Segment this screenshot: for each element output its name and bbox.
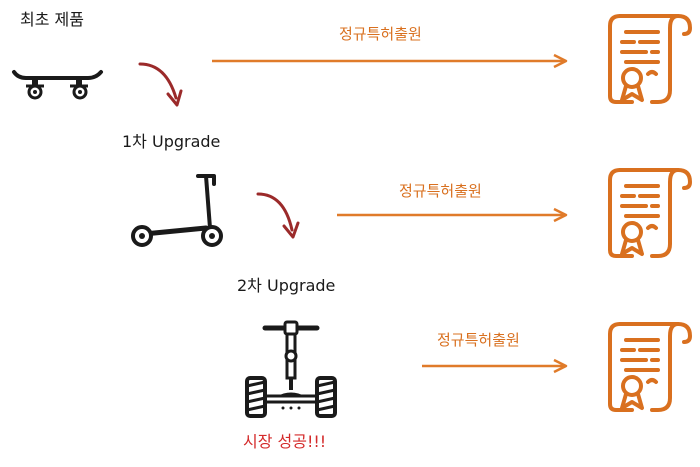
stage-title-1st-upgrade: 1차 Upgrade xyxy=(122,132,221,151)
stage-title-initial-product: 최초 제품 xyxy=(20,10,84,29)
segway-icon xyxy=(245,320,337,418)
filing-arrow-2 xyxy=(337,207,568,223)
filing-label-1: 정규특허출원 xyxy=(339,25,422,43)
market-success-text: 시장 성공!!! xyxy=(243,432,327,451)
filing-arrow-1 xyxy=(212,53,568,69)
skateboard-icon xyxy=(12,70,103,100)
upgrade-arrow-1 xyxy=(138,62,183,107)
upgrade-arrow-2 xyxy=(256,192,300,239)
filing-label-3: 정규특허출원 xyxy=(437,331,520,349)
kick-scooter-icon xyxy=(131,174,223,247)
patent-certificate-icon-2 xyxy=(608,168,692,258)
stage-title-2nd-upgrade: 2차 Upgrade xyxy=(237,276,336,295)
filing-label-2: 정규특허출원 xyxy=(399,182,482,200)
patent-certificate-icon-3 xyxy=(608,322,692,412)
patent-certificate-icon-1 xyxy=(608,14,692,104)
filing-arrow-3 xyxy=(422,358,568,374)
